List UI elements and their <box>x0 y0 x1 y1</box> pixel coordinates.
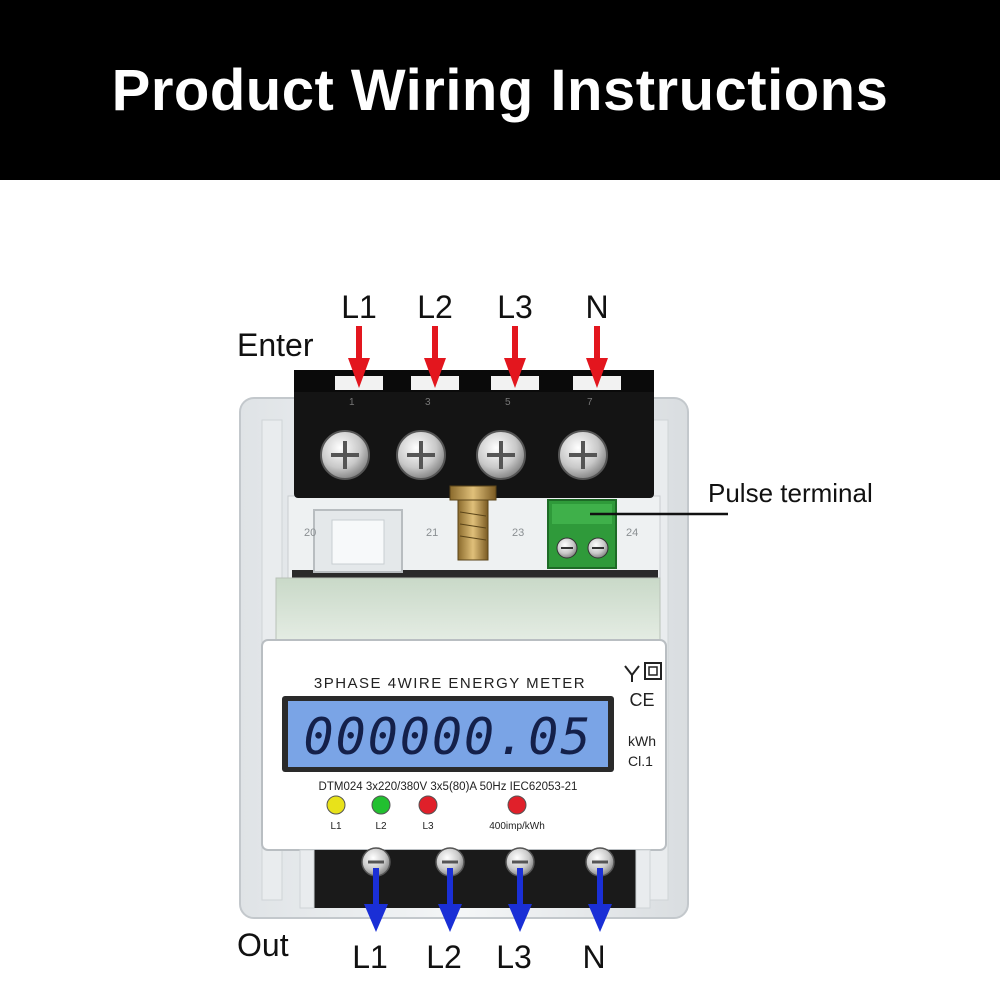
input-terminal-label: L3 <box>497 289 533 325</box>
pulse-number: 20 <box>304 527 316 539</box>
pulse-led-label: 400imp/kWh <box>489 821 545 832</box>
phase-led <box>326 795 346 815</box>
pulse-terminal-connector <box>547 499 617 569</box>
output-arrow: N <box>582 868 612 975</box>
input-arrow: L2 <box>417 289 453 388</box>
lcd-display: 000000.05 <box>282 696 614 772</box>
header-banner: Product Wiring Instructions <box>0 0 1000 180</box>
terminal-screw <box>320 430 370 480</box>
ce-mark: CE <box>629 690 654 710</box>
bottom-terminal-screw <box>585 847 615 877</box>
enter-label: Enter <box>237 327 314 363</box>
class-label: Cl.1 <box>628 753 653 769</box>
pulse-number: 24 <box>626 527 638 539</box>
pulse-number: 21 <box>426 527 438 539</box>
unit-label: kWh <box>628 733 656 749</box>
pulse-number: 23 <box>512 527 524 539</box>
input-terminal-label: N <box>585 289 608 325</box>
input-arrow: N <box>585 289 609 388</box>
terminal-number: 5 <box>505 397 511 408</box>
output-terminal-label: L2 <box>426 939 462 975</box>
terminal-screw <box>558 430 608 480</box>
output-terminal-label: L1 <box>352 939 388 975</box>
bottom-terminal-screw <box>505 847 535 877</box>
pulse-terminal-label: Pulse terminal <box>708 478 873 508</box>
output-terminal-label: N <box>582 939 605 975</box>
input-arrow: L3 <box>497 289 533 388</box>
spec-line: DTM024 3x220/380V 3x5(80)A 50Hz IEC62053… <box>319 781 578 793</box>
output-arrow: L1 <box>352 868 388 975</box>
out-label: Out <box>237 927 289 963</box>
input-terminal-label: L2 <box>417 289 453 325</box>
terminal-screw <box>396 430 446 480</box>
terminal-number: 3 <box>425 397 431 408</box>
phase-led <box>418 795 438 815</box>
output-terminal-label: L3 <box>496 939 532 975</box>
lcd-reading: 000000.05 <box>304 708 593 766</box>
pulse-led <box>507 795 527 815</box>
page-title: Product Wiring Instructions <box>111 57 889 123</box>
terminal-screw <box>476 430 526 480</box>
dual-insulation-icon <box>624 662 662 682</box>
output-arrow: L2 <box>426 868 462 975</box>
pulse-area: 20 21 23 24 <box>304 485 638 573</box>
terminal-number: 1 <box>349 397 355 408</box>
terminal-number: 7 <box>587 397 593 408</box>
meter-title: 3PHASE 4WIRE ENERGY METER <box>314 675 586 692</box>
led-label: L3 <box>422 821 434 832</box>
phase-led <box>371 795 391 815</box>
input-terminal-label: L1 <box>341 289 377 325</box>
output-arrow: L3 <box>496 868 532 975</box>
meter-front-panel: 3PHASE 4WIRE ENERGY METER CE 000000.05 k… <box>261 639 667 851</box>
top-terminal-block: 1 3 5 7 <box>294 370 654 498</box>
led-label: L1 <box>330 821 342 832</box>
led-label: L2 <box>375 821 387 832</box>
input-arrow: L1 <box>341 289 377 388</box>
